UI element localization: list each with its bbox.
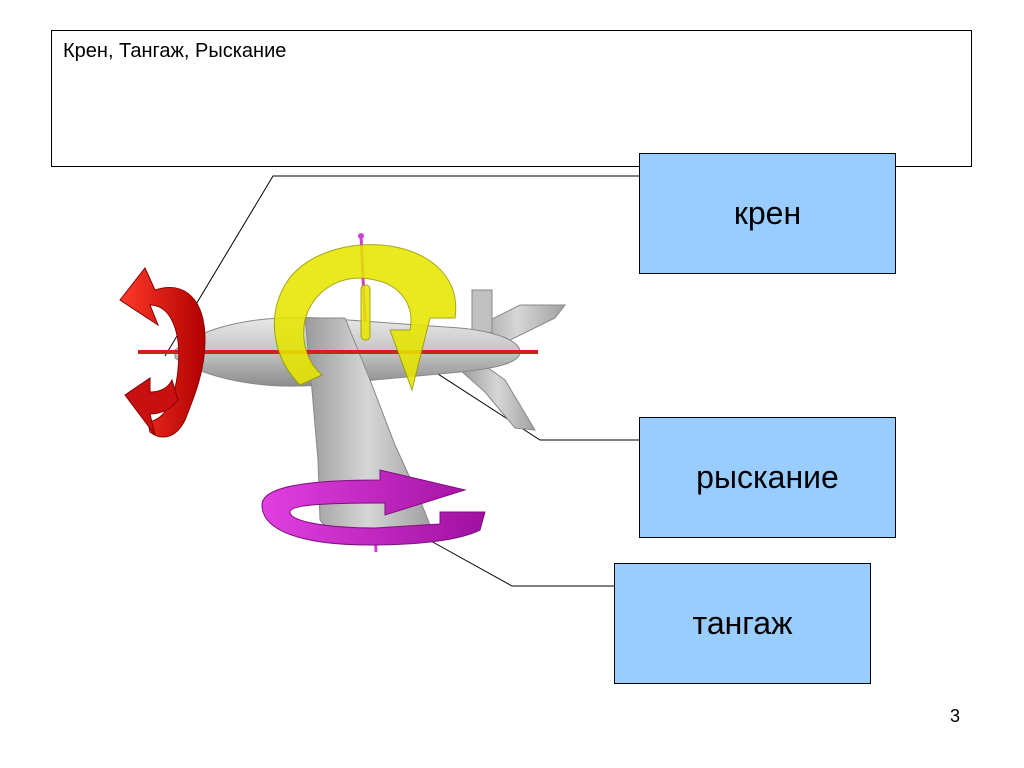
connector-pitch bbox=[419, 534, 614, 587]
page-number: 3 bbox=[950, 706, 961, 726]
yaw-arrow-icon bbox=[261, 469, 486, 546]
connector-roll bbox=[164, 175, 639, 357]
label-yaw: рыскание bbox=[639, 417, 896, 538]
roll-arrow-icon bbox=[119, 267, 206, 438]
label-roll: крен bbox=[639, 153, 896, 274]
title-box: Крен, Тангаж, Рыскание bbox=[51, 30, 972, 167]
pitch-arrow-icon bbox=[273, 244, 457, 392]
slide-title: Крен, Тангаж, Рыскание bbox=[63, 40, 287, 62]
label-pitch: тангаж bbox=[614, 563, 871, 684]
